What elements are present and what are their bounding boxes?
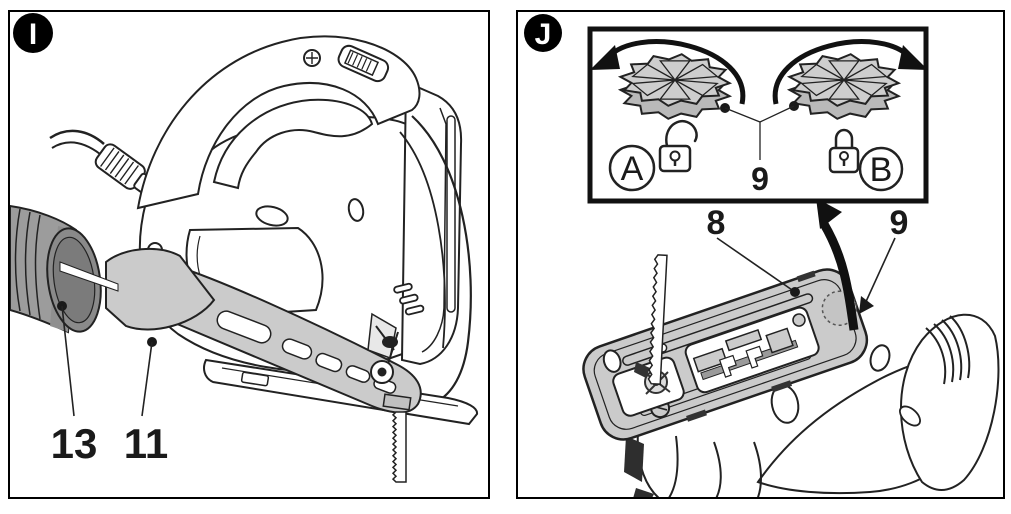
screw-icon — [303, 49, 321, 67]
insertion-arrow-icon — [59, 261, 119, 292]
rotate-ccw-arrow-icon — [590, 39, 746, 105]
handle — [136, 35, 421, 210]
panel-j-illustration: 9 A B — [524, 14, 1000, 497]
label-8: 8 — [707, 204, 726, 242]
vent-arcs — [925, 315, 971, 385]
panel-j: 9 A B — [516, 10, 1005, 499]
position-b-marker: B — [858, 146, 904, 192]
saw-blade — [647, 254, 668, 385]
saw-blade — [391, 411, 407, 483]
thumbwheel-b — [786, 53, 902, 120]
rotate-cw-arrow-icon — [772, 39, 928, 105]
leader-8 — [716, 237, 800, 297]
position-a-letter: A — [621, 150, 644, 188]
badge-letter-i: I — [29, 18, 37, 51]
up-curved-arrow-icon — [816, 198, 859, 331]
adapter-cone — [105, 247, 216, 331]
leader-11 — [141, 337, 157, 417]
panel-i: 13 11 I — [8, 10, 490, 499]
leader-9 — [859, 237, 896, 314]
inset-leader-lines — [720, 101, 799, 160]
adapter-tube — [105, 247, 422, 414]
position-b-letter: B — [870, 151, 893, 189]
jigsaw-body-outline — [624, 313, 1000, 497]
power-switch — [337, 44, 390, 83]
thumbwheel-a — [617, 53, 733, 120]
label-13: 13 — [51, 420, 98, 467]
panel-badge-j: J — [524, 14, 562, 52]
position-a-marker: A — [608, 144, 656, 192]
vacuum-hose — [10, 204, 119, 334]
panel-badge-i: I — [13, 13, 53, 53]
label-11: 11 — [124, 420, 168, 467]
inset-box: 9 A B — [587, 26, 929, 204]
lock-open-icon — [658, 119, 698, 173]
leader-13 — [57, 301, 75, 417]
label-9: 9 — [890, 204, 909, 242]
inset-label-9: 9 — [751, 161, 769, 197]
adapter-slots — [216, 310, 397, 394]
footplate-cutout-center — [684, 306, 820, 394]
badge-letter-j: J — [535, 18, 552, 51]
lock-closed-icon — [828, 128, 860, 174]
panel-i-illustration: 13 11 I — [10, 13, 479, 483]
blade-clamp — [382, 393, 412, 411]
blade-roller-mechanism — [367, 312, 412, 411]
vent-slots — [393, 282, 425, 316]
